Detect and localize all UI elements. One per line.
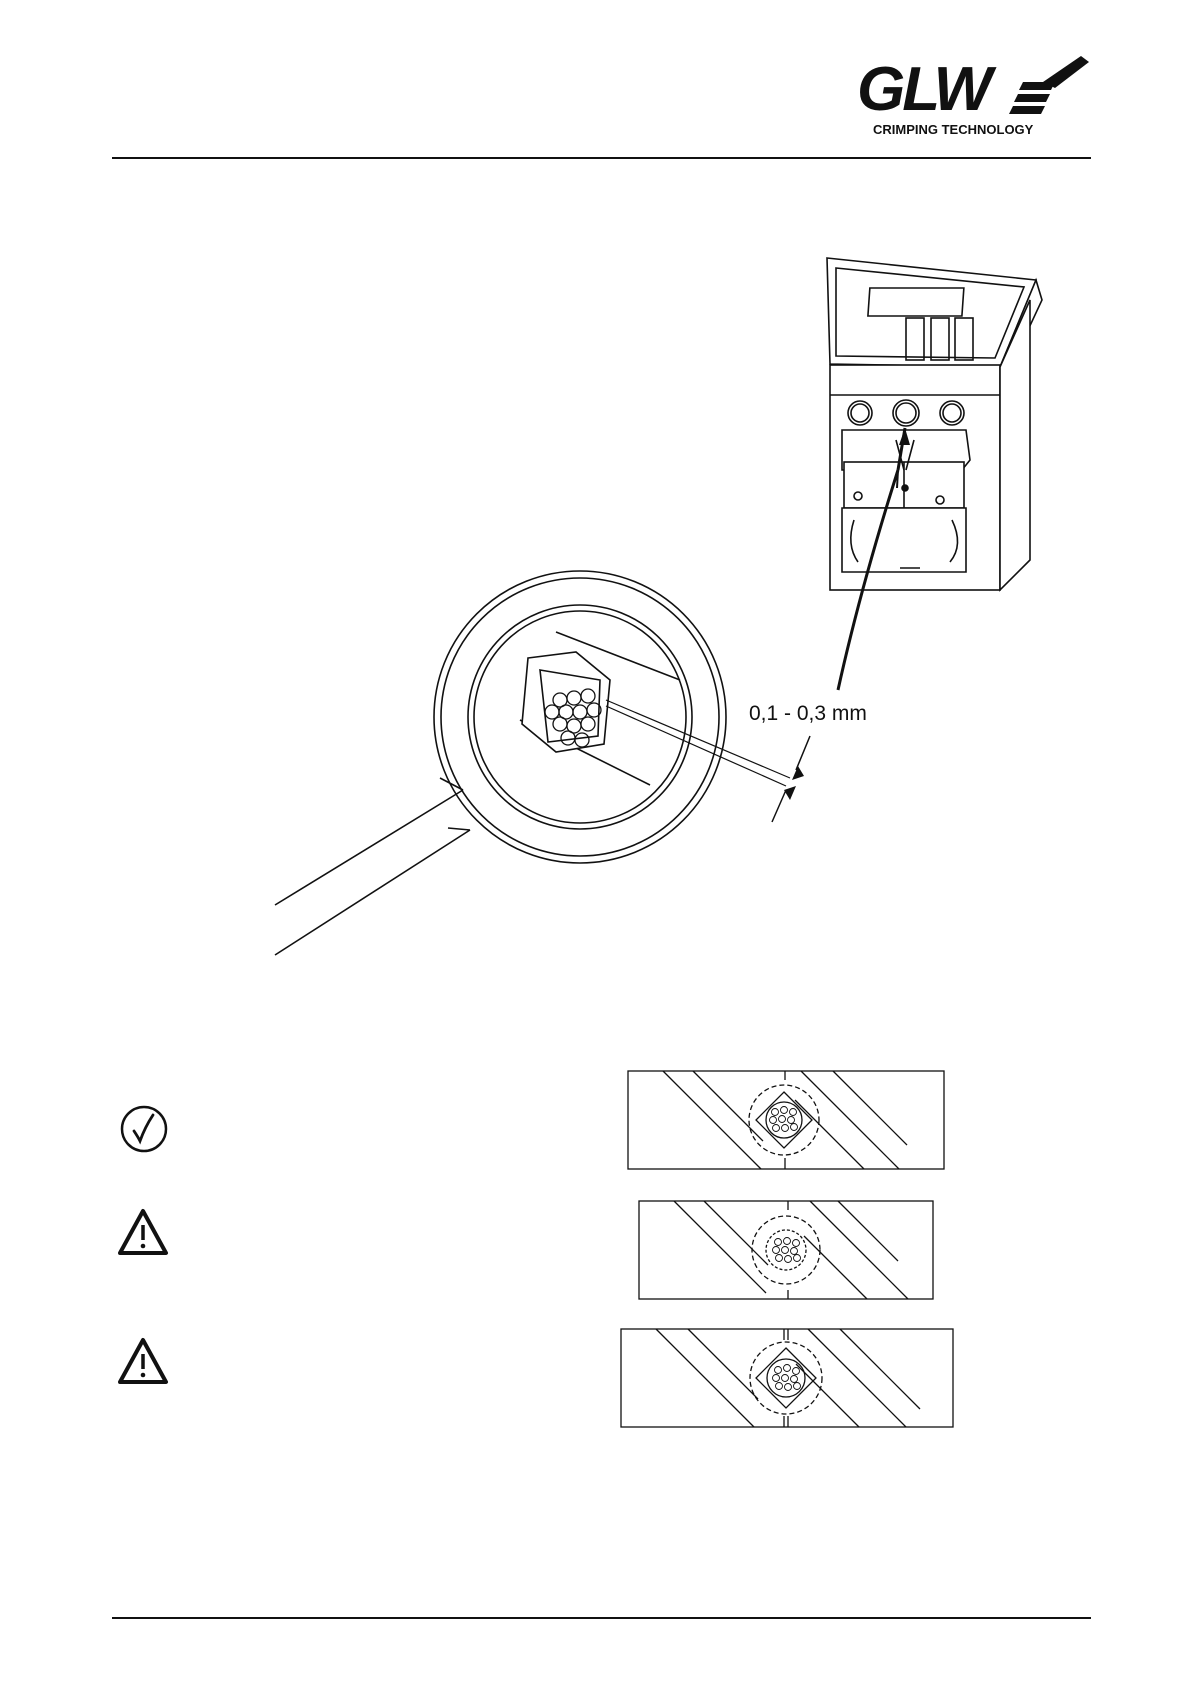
- main-illustration: [0, 0, 1191, 1000]
- crimp-section-warning-2: [620, 1328, 954, 1428]
- crimp-section-warning-1: [638, 1200, 934, 1300]
- warning-triangle-icon: [117, 1207, 169, 1259]
- footer-rule: [112, 1617, 1091, 1619]
- crimp-section-ok: [627, 1070, 945, 1170]
- warning-triangle-icon: [117, 1336, 169, 1388]
- check-circle-icon: [118, 1103, 170, 1155]
- dimension-ticks: [772, 736, 810, 822]
- crimping-machine: [827, 258, 1042, 590]
- dimension-label: 0,1 - 0,3 mm: [749, 702, 867, 726]
- magnifying-glass: [275, 571, 726, 955]
